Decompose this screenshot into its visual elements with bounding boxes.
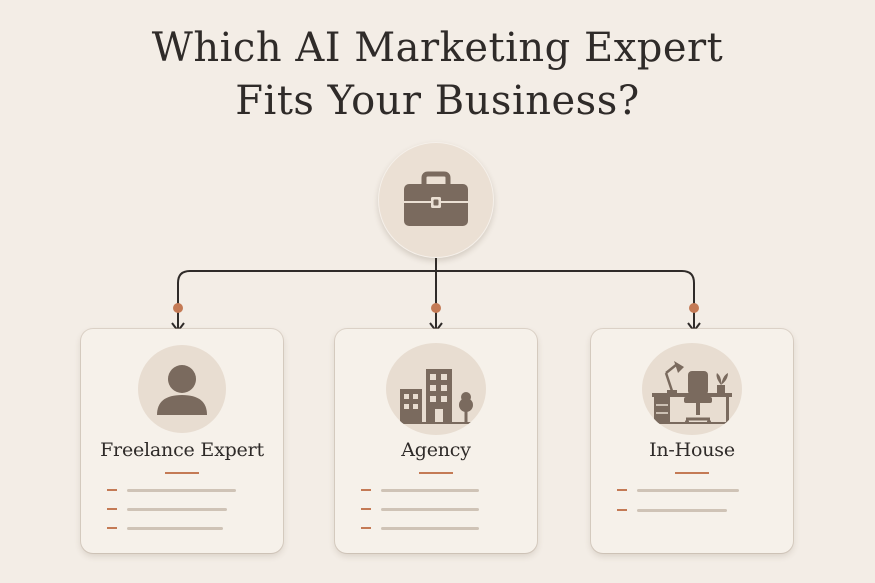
bullet-dash bbox=[107, 489, 117, 491]
text-placeholder-bar bbox=[637, 489, 739, 492]
bullet-dash bbox=[361, 489, 371, 491]
option-label: Freelance Expert bbox=[100, 439, 264, 461]
bullet-dash bbox=[617, 489, 627, 491]
text-placeholder-bar bbox=[127, 508, 227, 511]
text-placeholder-bar bbox=[127, 527, 223, 530]
text-placeholder-bar bbox=[381, 489, 479, 492]
option-label: Agency bbox=[401, 439, 471, 461]
briefcase-icon bbox=[404, 171, 468, 226]
connector-dot bbox=[689, 303, 699, 313]
title-line-1: Which AI Marketing Expert bbox=[151, 25, 724, 71]
label-underline bbox=[165, 472, 199, 474]
root-node bbox=[378, 142, 494, 258]
branch-arrow-center bbox=[429, 303, 443, 333]
page-title: Which AI Marketing Expert Fits Your Busi… bbox=[0, 22, 875, 128]
bullet-dash bbox=[107, 527, 117, 529]
label-underline bbox=[419, 472, 453, 474]
text-placeholder-bar bbox=[127, 489, 236, 492]
option-label: In-House bbox=[649, 439, 735, 461]
bullet-dash bbox=[107, 508, 117, 510]
icon-circle bbox=[386, 343, 486, 435]
icon-circle bbox=[642, 343, 742, 435]
option-card-agency[interactable]: Agency bbox=[335, 329, 537, 553]
text-placeholder-bar bbox=[381, 508, 479, 511]
connector-dot bbox=[173, 303, 183, 313]
option-card-freelance[interactable]: Freelance Expert bbox=[81, 329, 283, 553]
person-icon bbox=[157, 365, 207, 415]
branch-arrow-right bbox=[687, 303, 701, 333]
connector-dot bbox=[431, 303, 441, 313]
icon-circle bbox=[138, 345, 226, 433]
bullet-dash bbox=[617, 509, 627, 511]
bullet-dash bbox=[361, 508, 371, 510]
option-card-in-house[interactable]: In-House bbox=[591, 329, 793, 553]
text-placeholder-bar bbox=[381, 527, 479, 530]
label-underline bbox=[675, 472, 709, 474]
branch-arrow-left bbox=[171, 303, 185, 333]
bullet-dash bbox=[361, 527, 371, 529]
home-office-desk-icon bbox=[648, 361, 736, 424]
text-placeholder-bar bbox=[637, 509, 727, 512]
title-line-2: Fits Your Business? bbox=[235, 78, 640, 124]
office-buildings-icon bbox=[394, 369, 478, 424]
